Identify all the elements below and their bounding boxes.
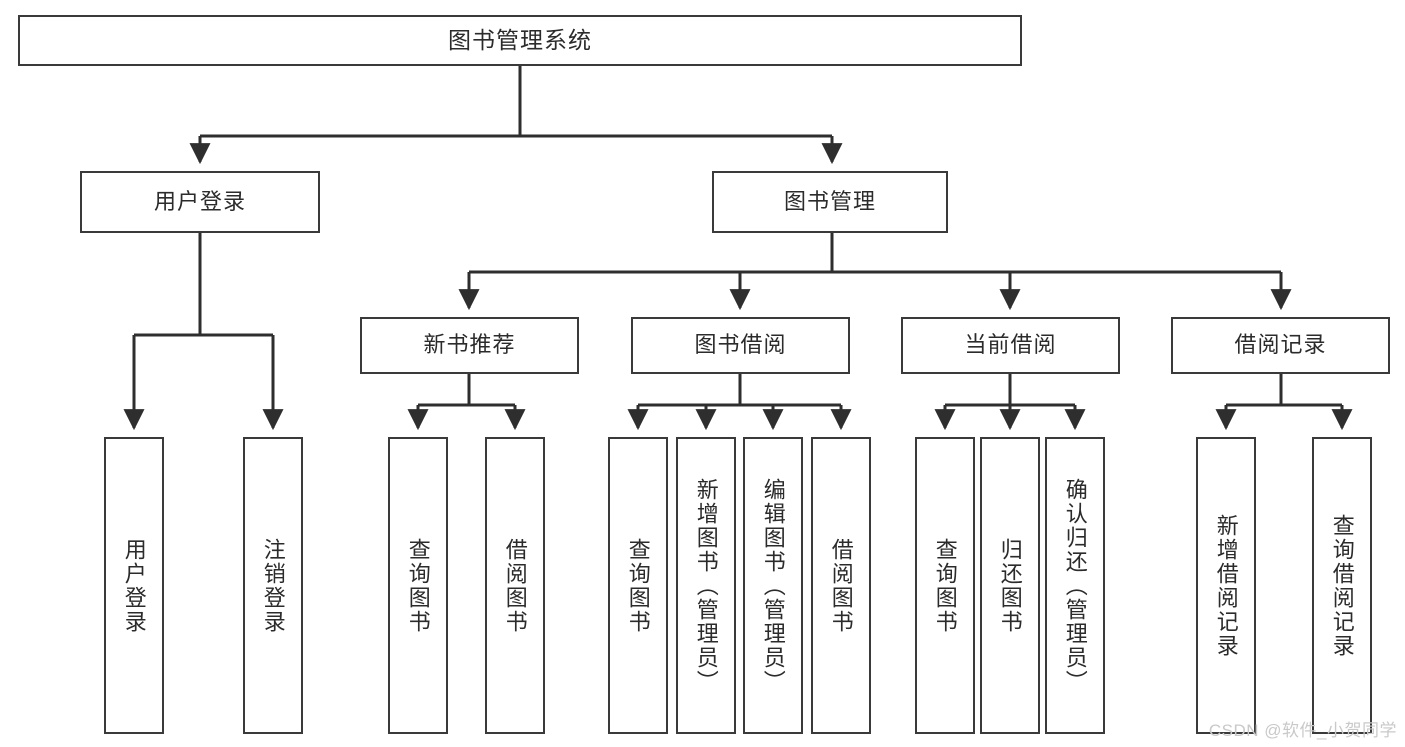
leaf-book-borrow-borrow-book[interactable]: 借阅图书: [811, 437, 871, 734]
node-borrow-record[interactable]: 借阅记录: [1171, 317, 1390, 374]
node-label: 查询借阅记录: [1329, 513, 1355, 658]
node-label: 新增图书（管理员）: [693, 477, 719, 694]
leaf-user-login-logout[interactable]: 注销登录: [243, 437, 303, 734]
node-label: 用户登录: [121, 537, 147, 634]
leaf-book-borrow-add-book-admin[interactable]: 新增图书（管理员）: [676, 437, 736, 734]
csdn-watermark: CSDN @软件_小贺同学: [1208, 721, 1397, 740]
leaf-current-borrow-confirm-return-admin[interactable]: 确认归还（管理员）: [1045, 437, 1105, 734]
leaf-new-book-query-book[interactable]: 查询图书: [388, 437, 448, 734]
leaf-borrow-record-query-record[interactable]: 查询借阅记录: [1312, 437, 1372, 734]
node-label: 归还图书: [997, 537, 1023, 634]
node-book-borrow[interactable]: 图书借阅: [631, 317, 850, 374]
node-root-book-management-system[interactable]: 图书管理系统: [18, 15, 1022, 66]
node-label: 新增借阅记录: [1213, 513, 1239, 658]
node-label: 确认归还（管理员）: [1062, 477, 1088, 694]
node-new-book-recommend[interactable]: 新书推荐: [360, 317, 579, 374]
node-current-borrow[interactable]: 当前借阅: [901, 317, 1120, 374]
leaf-borrow-record-add-record[interactable]: 新增借阅记录: [1196, 437, 1256, 734]
leaf-current-borrow-query-book[interactable]: 查询图书: [915, 437, 975, 734]
leaf-new-book-borrow-book[interactable]: 借阅图书: [485, 437, 545, 734]
node-label: 编辑图书（管理员）: [760, 477, 786, 694]
leaf-current-borrow-return-book[interactable]: 归还图书: [980, 437, 1040, 734]
leaf-book-borrow-query-book[interactable]: 查询图书: [608, 437, 668, 734]
node-book-management[interactable]: 图书管理: [712, 171, 948, 233]
node-label: 图书管理系统: [448, 26, 592, 53]
node-label: 借阅图书: [502, 537, 528, 634]
node-label: 新书推荐: [423, 332, 516, 358]
node-label: 图书管理: [783, 188, 876, 214]
node-label: 查询图书: [625, 537, 651, 634]
node-label: 借阅图书: [828, 537, 854, 634]
leaf-book-borrow-edit-book-admin[interactable]: 编辑图书（管理员）: [743, 437, 803, 734]
node-label: 借阅记录: [1234, 332, 1327, 358]
node-label: 注销登录: [260, 537, 286, 634]
leaf-user-login-login[interactable]: 用户登录: [104, 437, 164, 734]
node-label: 查询图书: [932, 537, 958, 634]
node-label: 当前借阅: [964, 332, 1057, 358]
node-label: 用户登录: [153, 188, 246, 214]
node-user-login[interactable]: 用户登录: [80, 171, 320, 233]
node-label: 查询图书: [405, 537, 431, 634]
node-label: 图书借阅: [694, 332, 787, 358]
